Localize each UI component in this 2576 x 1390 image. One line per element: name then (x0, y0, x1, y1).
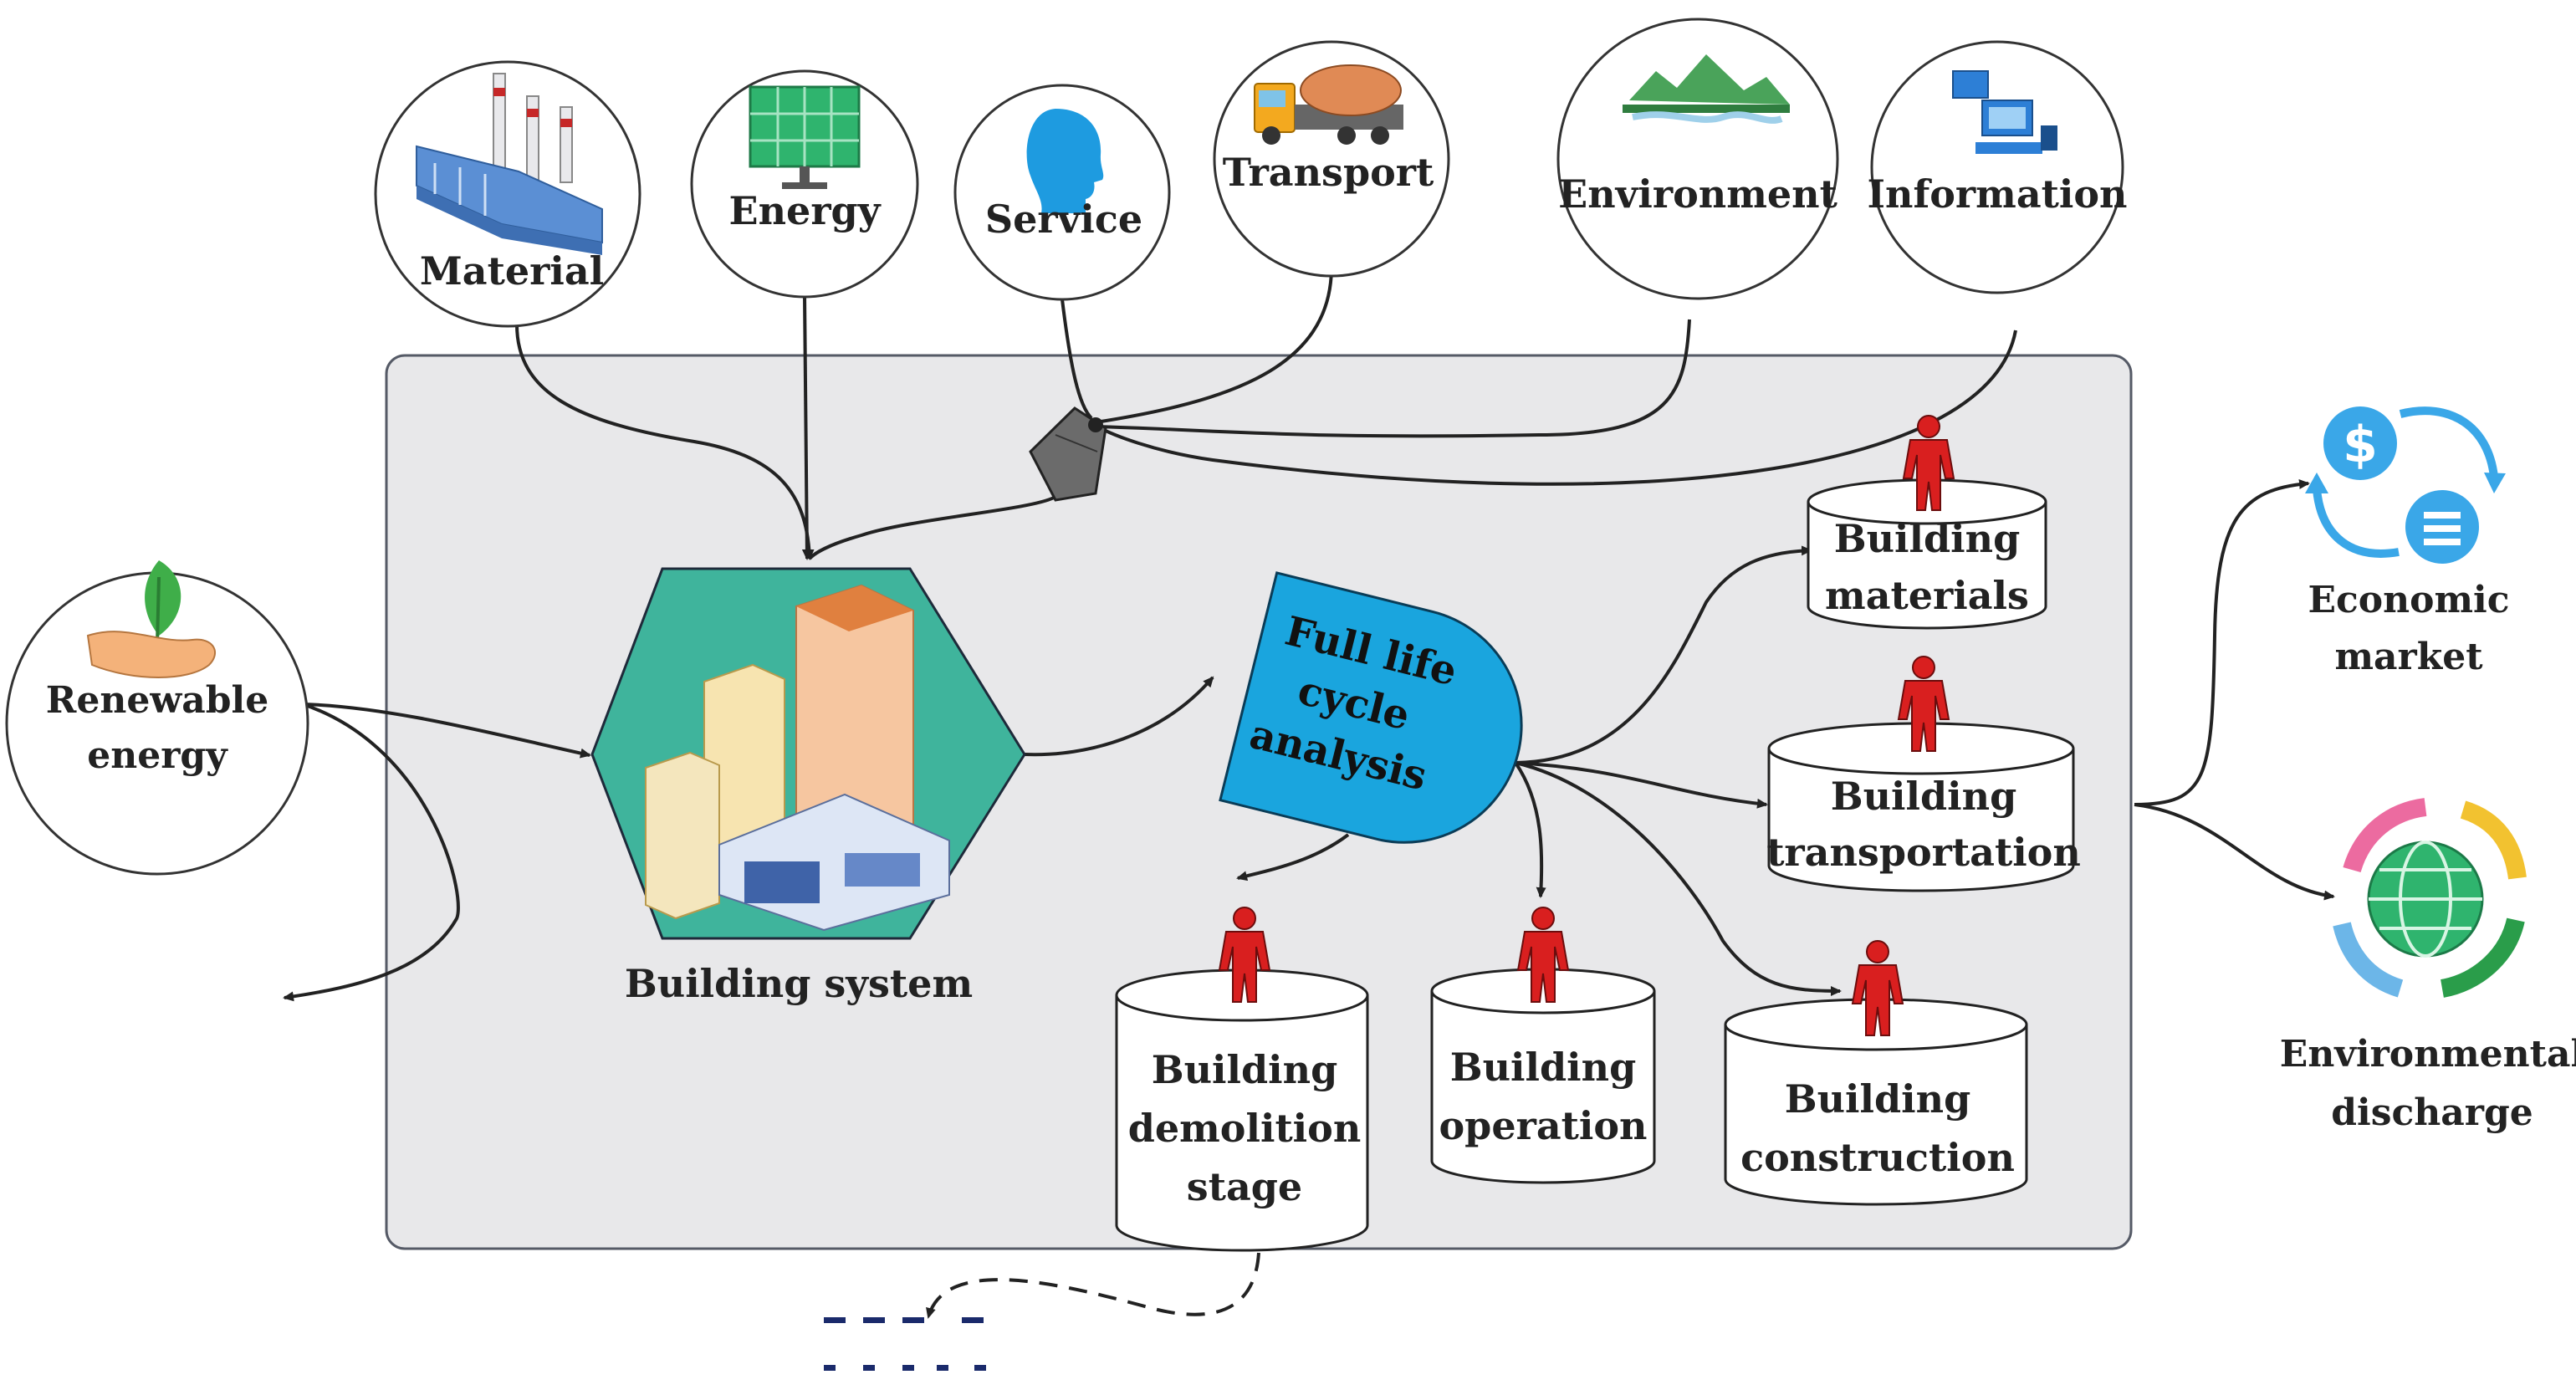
stage-building-demolition: Building demolition stage (1115, 907, 1369, 1252)
flow-connectors (283, 268, 2335, 1319)
environmental-label-line2: discharge (2331, 1091, 2533, 1134)
stage-demolition-line3: stage (1187, 1164, 1302, 1209)
stage-operation-line2: operation (1439, 1103, 1647, 1148)
building-system-label: Building system (625, 961, 973, 1006)
renewable-label-line2: energy (87, 734, 228, 777)
solar-panel-icon (749, 85, 861, 189)
input-label-material: Material (420, 248, 604, 294)
stage-building-operation: Building operation (1430, 907, 1656, 1184)
stage-construction-line1: Building (1785, 1076, 1971, 1122)
landscape-icon (1623, 54, 1790, 124)
computer-icon (1952, 70, 2057, 154)
full-life-cycle-analysis-node: Full life cycle analysis (1219, 571, 1523, 844)
economic-label-line1: Economic (2308, 579, 2509, 621)
input-material: Material (374, 60, 641, 328)
truck-icon (1254, 64, 1403, 145)
factory-icon (416, 73, 603, 255)
renewable-label-line1: Renewable (46, 679, 268, 722)
dashed-line-marks (824, 1317, 986, 1371)
stage-materials-line1: Building (1834, 516, 2021, 561)
currency-exchange-icon: $ (2305, 406, 2506, 564)
svg-text:$: $ (2343, 416, 2378, 474)
input-label-transport: Transport (1223, 150, 1434, 195)
input-merge-funnel-icon (1029, 406, 1107, 502)
input-label-information: Information (1868, 171, 2128, 217)
input-service: Service (953, 84, 1171, 301)
buildings-icon (645, 584, 950, 932)
input-transport: Transport (1213, 40, 1450, 278)
stage-construction-line2: construction (1740, 1135, 2015, 1180)
plant-hand-icon (86, 560, 217, 678)
input-environment: Environment (1556, 18, 1839, 300)
globe-recycle-icon (2333, 798, 2527, 998)
stage-building-materials: Building materials (1807, 415, 2047, 630)
economic-label-line2: market (2334, 636, 2483, 678)
stage-building-construction: Building construction (1724, 940, 2028, 1206)
stage-building-transportation: Building transportation (1766, 656, 2081, 892)
output-environmental-discharge: Environmental discharge (2280, 798, 2576, 1134)
stage-demolition-line1: Building (1152, 1047, 1338, 1092)
output-economic-market: $ Economic market (2305, 406, 2510, 678)
person-head-icon (1026, 109, 1104, 213)
input-label-environment: Environment (1558, 171, 1837, 217)
input-label-service: Service (985, 197, 1142, 242)
stage-materials-line2: materials (1825, 573, 2029, 618)
stage-transportation-line2: transportation (1766, 830, 2081, 875)
input-information: Information (1868, 40, 2128, 294)
stage-demolition-line2: demolition (1128, 1106, 1362, 1151)
input-label-energy: Energy (729, 188, 882, 233)
input-energy: Energy (690, 69, 919, 299)
building-system-node: Building system (590, 567, 1026, 1006)
environmental-label-line1: Environmental (2280, 1033, 2576, 1076)
stage-transportation-line1: Building (1831, 774, 2017, 819)
renewable-energy-node: Renewable energy (5, 560, 309, 876)
stage-operation-line1: Building (1450, 1045, 1637, 1090)
